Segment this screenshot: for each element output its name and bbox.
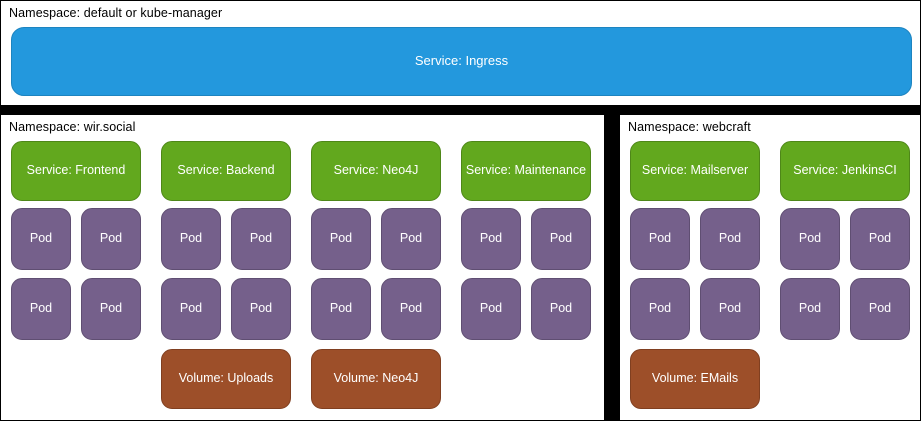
pod-node[interactable]: Pod — [700, 208, 760, 270]
pod-node[interactable]: Pod — [461, 208, 521, 270]
pod-node[interactable]: Pod — [381, 278, 441, 340]
namespace-panel-webcraft: Namespace: webcraft Service: Mailserver … — [619, 114, 921, 421]
pod-node[interactable]: Pod — [311, 278, 371, 340]
service-node-frontend[interactable]: Service: Frontend — [11, 141, 141, 201]
pod-node[interactable]: Pod — [780, 278, 840, 340]
service-node-backend[interactable]: Service: Backend — [161, 141, 291, 201]
service-node-jenkinsci[interactable]: Service: JenkinsCI — [780, 141, 910, 201]
pod-node[interactable]: Pod — [311, 208, 371, 270]
pod-node[interactable]: Pod — [231, 208, 291, 270]
volume-node-uploads[interactable]: Volume: Uploads — [161, 349, 291, 409]
pod-node[interactable]: Pod — [11, 208, 71, 270]
pod-node[interactable]: Pod — [700, 278, 760, 340]
volume-node-neo4j[interactable]: Volume: Neo4J — [311, 349, 441, 409]
namespace-label-webcraft: Namespace: webcraft — [628, 120, 751, 134]
pod-node[interactable]: Pod — [81, 208, 141, 270]
namespace-panel-wir-social: Namespace: wir.social Service: Frontend … — [0, 114, 605, 421]
pod-node[interactable]: Pod — [81, 278, 141, 340]
pod-node[interactable]: Pod — [11, 278, 71, 340]
pod-node[interactable]: Pod — [461, 278, 521, 340]
service-node-mailserver[interactable]: Service: Mailserver — [630, 141, 760, 201]
pod-node[interactable]: Pod — [630, 278, 690, 340]
pod-node[interactable]: Pod — [531, 278, 591, 340]
pod-node[interactable]: Pod — [630, 208, 690, 270]
service-node-maintenance[interactable]: Service: Maintenance — [461, 141, 591, 201]
pod-node[interactable]: Pod — [531, 208, 591, 270]
pod-node[interactable]: Pod — [231, 278, 291, 340]
service-node-neo4j[interactable]: Service: Neo4J — [311, 141, 441, 201]
pod-node[interactable]: Pod — [161, 278, 221, 340]
pod-node[interactable]: Pod — [381, 208, 441, 270]
pod-node[interactable]: Pod — [161, 208, 221, 270]
namespace-panel-default: Namespace: default or kube-manager Servi… — [0, 0, 921, 106]
service-node-ingress[interactable]: Service: Ingress — [11, 27, 912, 96]
pod-node[interactable]: Pod — [850, 278, 910, 340]
namespace-label-wir-social: Namespace: wir.social — [9, 120, 136, 134]
pod-node[interactable]: Pod — [780, 208, 840, 270]
namespace-label-default: Namespace: default or kube-manager — [9, 6, 223, 20]
pod-node[interactable]: Pod — [850, 208, 910, 270]
volume-node-emails[interactable]: Volume: EMails — [630, 349, 760, 409]
